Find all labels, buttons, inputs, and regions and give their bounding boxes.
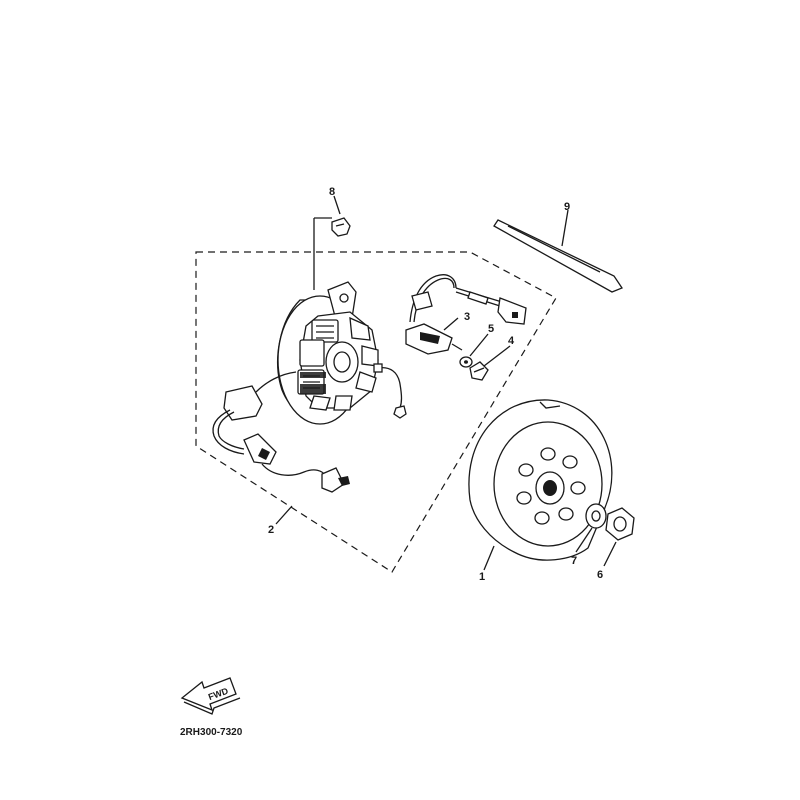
leader-lines	[275, 195, 617, 571]
part-4-screw	[469, 361, 489, 381]
assembly-boundary	[195, 251, 557, 573]
callout-4: 4	[508, 335, 515, 347]
callout-9: 9	[564, 201, 570, 213]
callout-5: 5	[488, 323, 494, 335]
fwd-arrow-icon: FWD	[180, 677, 241, 715]
ground-wire	[373, 363, 407, 419]
callout-6: 6	[597, 569, 603, 581]
part-6-nut	[605, 507, 635, 541]
pickup-connector	[455, 287, 527, 325]
callout-3: 3	[464, 311, 470, 323]
callout-1: 1	[479, 571, 485, 583]
part-1-flywheel-rotor	[468, 399, 613, 561]
part-5-washer	[459, 356, 473, 368]
callout-8: 8	[329, 186, 335, 198]
wire-harness	[212, 371, 350, 493]
part-code: 2RH300-7320	[180, 727, 243, 738]
callout-7: 7	[571, 555, 577, 567]
part-3-pickup-coil	[405, 274, 463, 355]
callout-2: 2	[268, 524, 274, 536]
part-7-washer	[585, 503, 607, 529]
part-8-screw	[313, 217, 351, 290]
part-2-stator	[277, 281, 379, 425]
part-9-cable-tie	[493, 219, 623, 293]
